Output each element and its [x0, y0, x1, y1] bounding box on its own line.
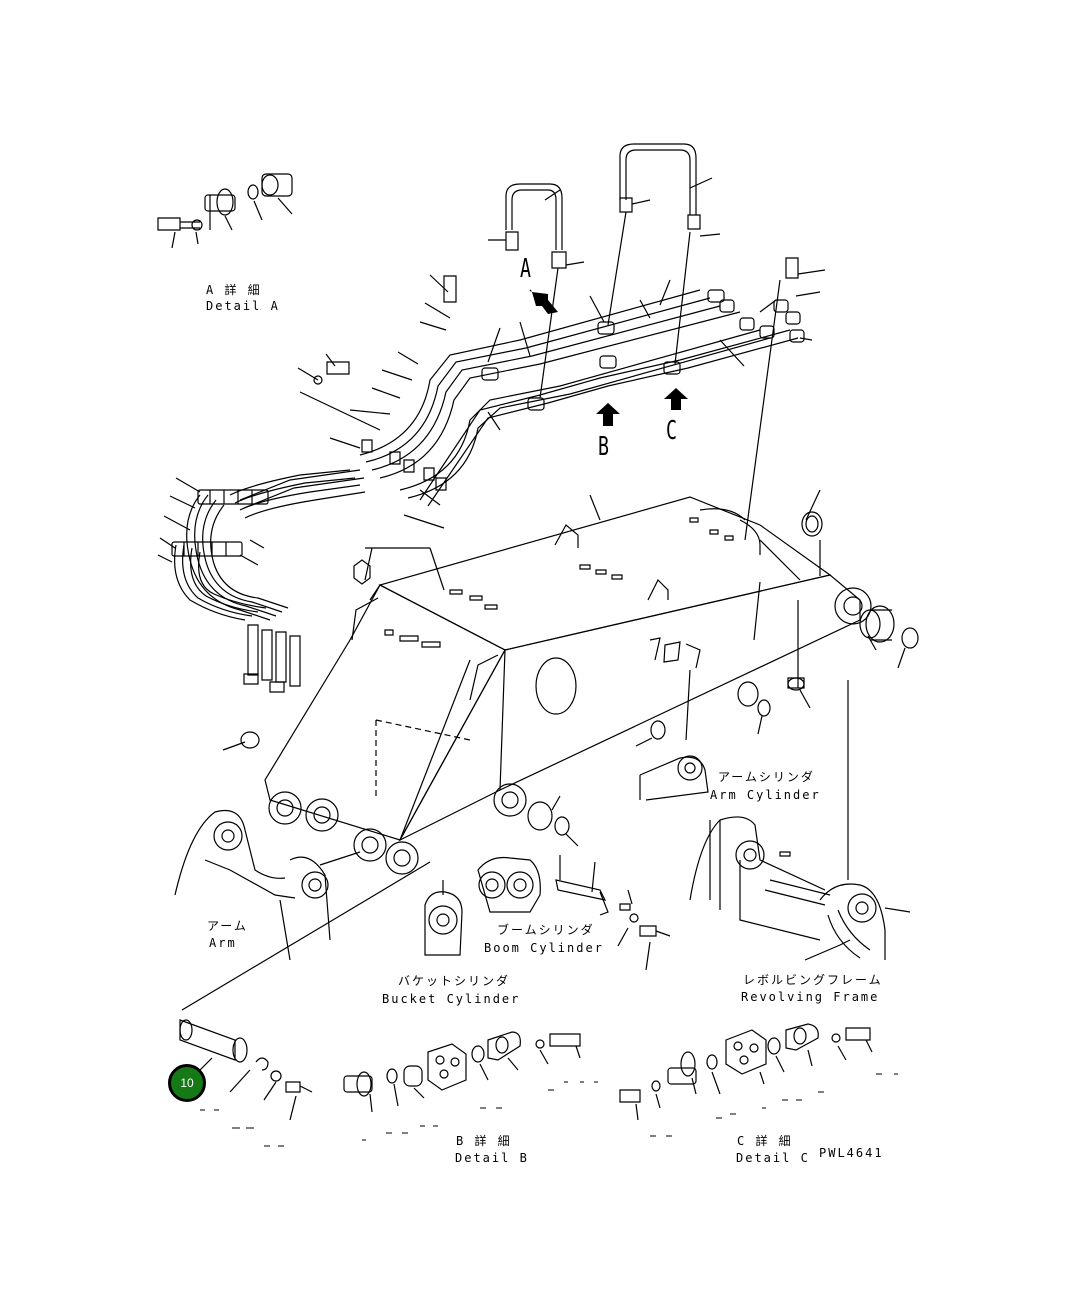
marker-c: C [666, 416, 677, 446]
bucket-cylinder-label-en: Bucket Cylinder [382, 992, 521, 1006]
marker-b: B [598, 432, 609, 462]
leader-lines-upper [298, 212, 825, 528]
detail-a-label-jp: A 詳 細 [206, 283, 262, 297]
detail-c-drawing [620, 1024, 872, 1120]
steel-pipes-top [488, 144, 720, 268]
detail-a-drawing [158, 174, 292, 248]
boom-cylinder-label-en: Boom Cylinder [484, 941, 604, 955]
arm-label-jp: アーム [207, 919, 248, 933]
callout-badge[interactable]: 10 [168, 1064, 206, 1102]
detail-b-c-arrows [596, 388, 688, 426]
bucket-cylinder-label-jp: バケットシリンダ [398, 974, 511, 988]
figure-code: PWL4641 [819, 1146, 884, 1160]
detail-b-label-jp: B 詳 細 [456, 1134, 512, 1148]
bucket-cylinder-drawing [182, 862, 462, 1010]
marker-a: A [520, 254, 531, 284]
arm-drawing [175, 810, 360, 960]
detail-b-label-en: Detail B [455, 1151, 529, 1165]
revolving-frame-drawing [690, 817, 910, 960]
arm-cylinder-drawing [640, 756, 708, 800]
hydraulic-pipes [230, 290, 798, 518]
revolving-frame-label-en: Revolving Frame [741, 990, 880, 1004]
boom-cylinder-drawing [478, 855, 670, 970]
detail-c-label-jp: C 詳 細 [737, 1134, 793, 1148]
bottom-pin-drawing [180, 1020, 312, 1120]
boom-cylinder-label-jp: ブームシリンダ [497, 923, 595, 937]
arm-cylinder-label-jp: アームシリンダ [718, 770, 815, 784]
detail-b-drawing [344, 1032, 580, 1112]
detail-a-label-en: Detail A [206, 299, 280, 313]
hose-bundle [158, 470, 364, 692]
callout-number: 10 [180, 1076, 194, 1090]
pipe-clamps [314, 258, 804, 490]
arm-label-en: Arm [209, 936, 237, 950]
boom-body [265, 497, 871, 874]
leader-lines-boom [223, 280, 848, 880]
detail-c-label-en: Detail C [736, 1151, 810, 1165]
revolving-frame-label-jp: レボルビングフレーム [743, 973, 883, 987]
arm-cylinder-label-en: Arm Cylinder [710, 788, 821, 802]
pins-and-bushings [241, 512, 918, 846]
part-number-dashes [200, 1074, 898, 1146]
detail-a-arrow [530, 290, 558, 314]
